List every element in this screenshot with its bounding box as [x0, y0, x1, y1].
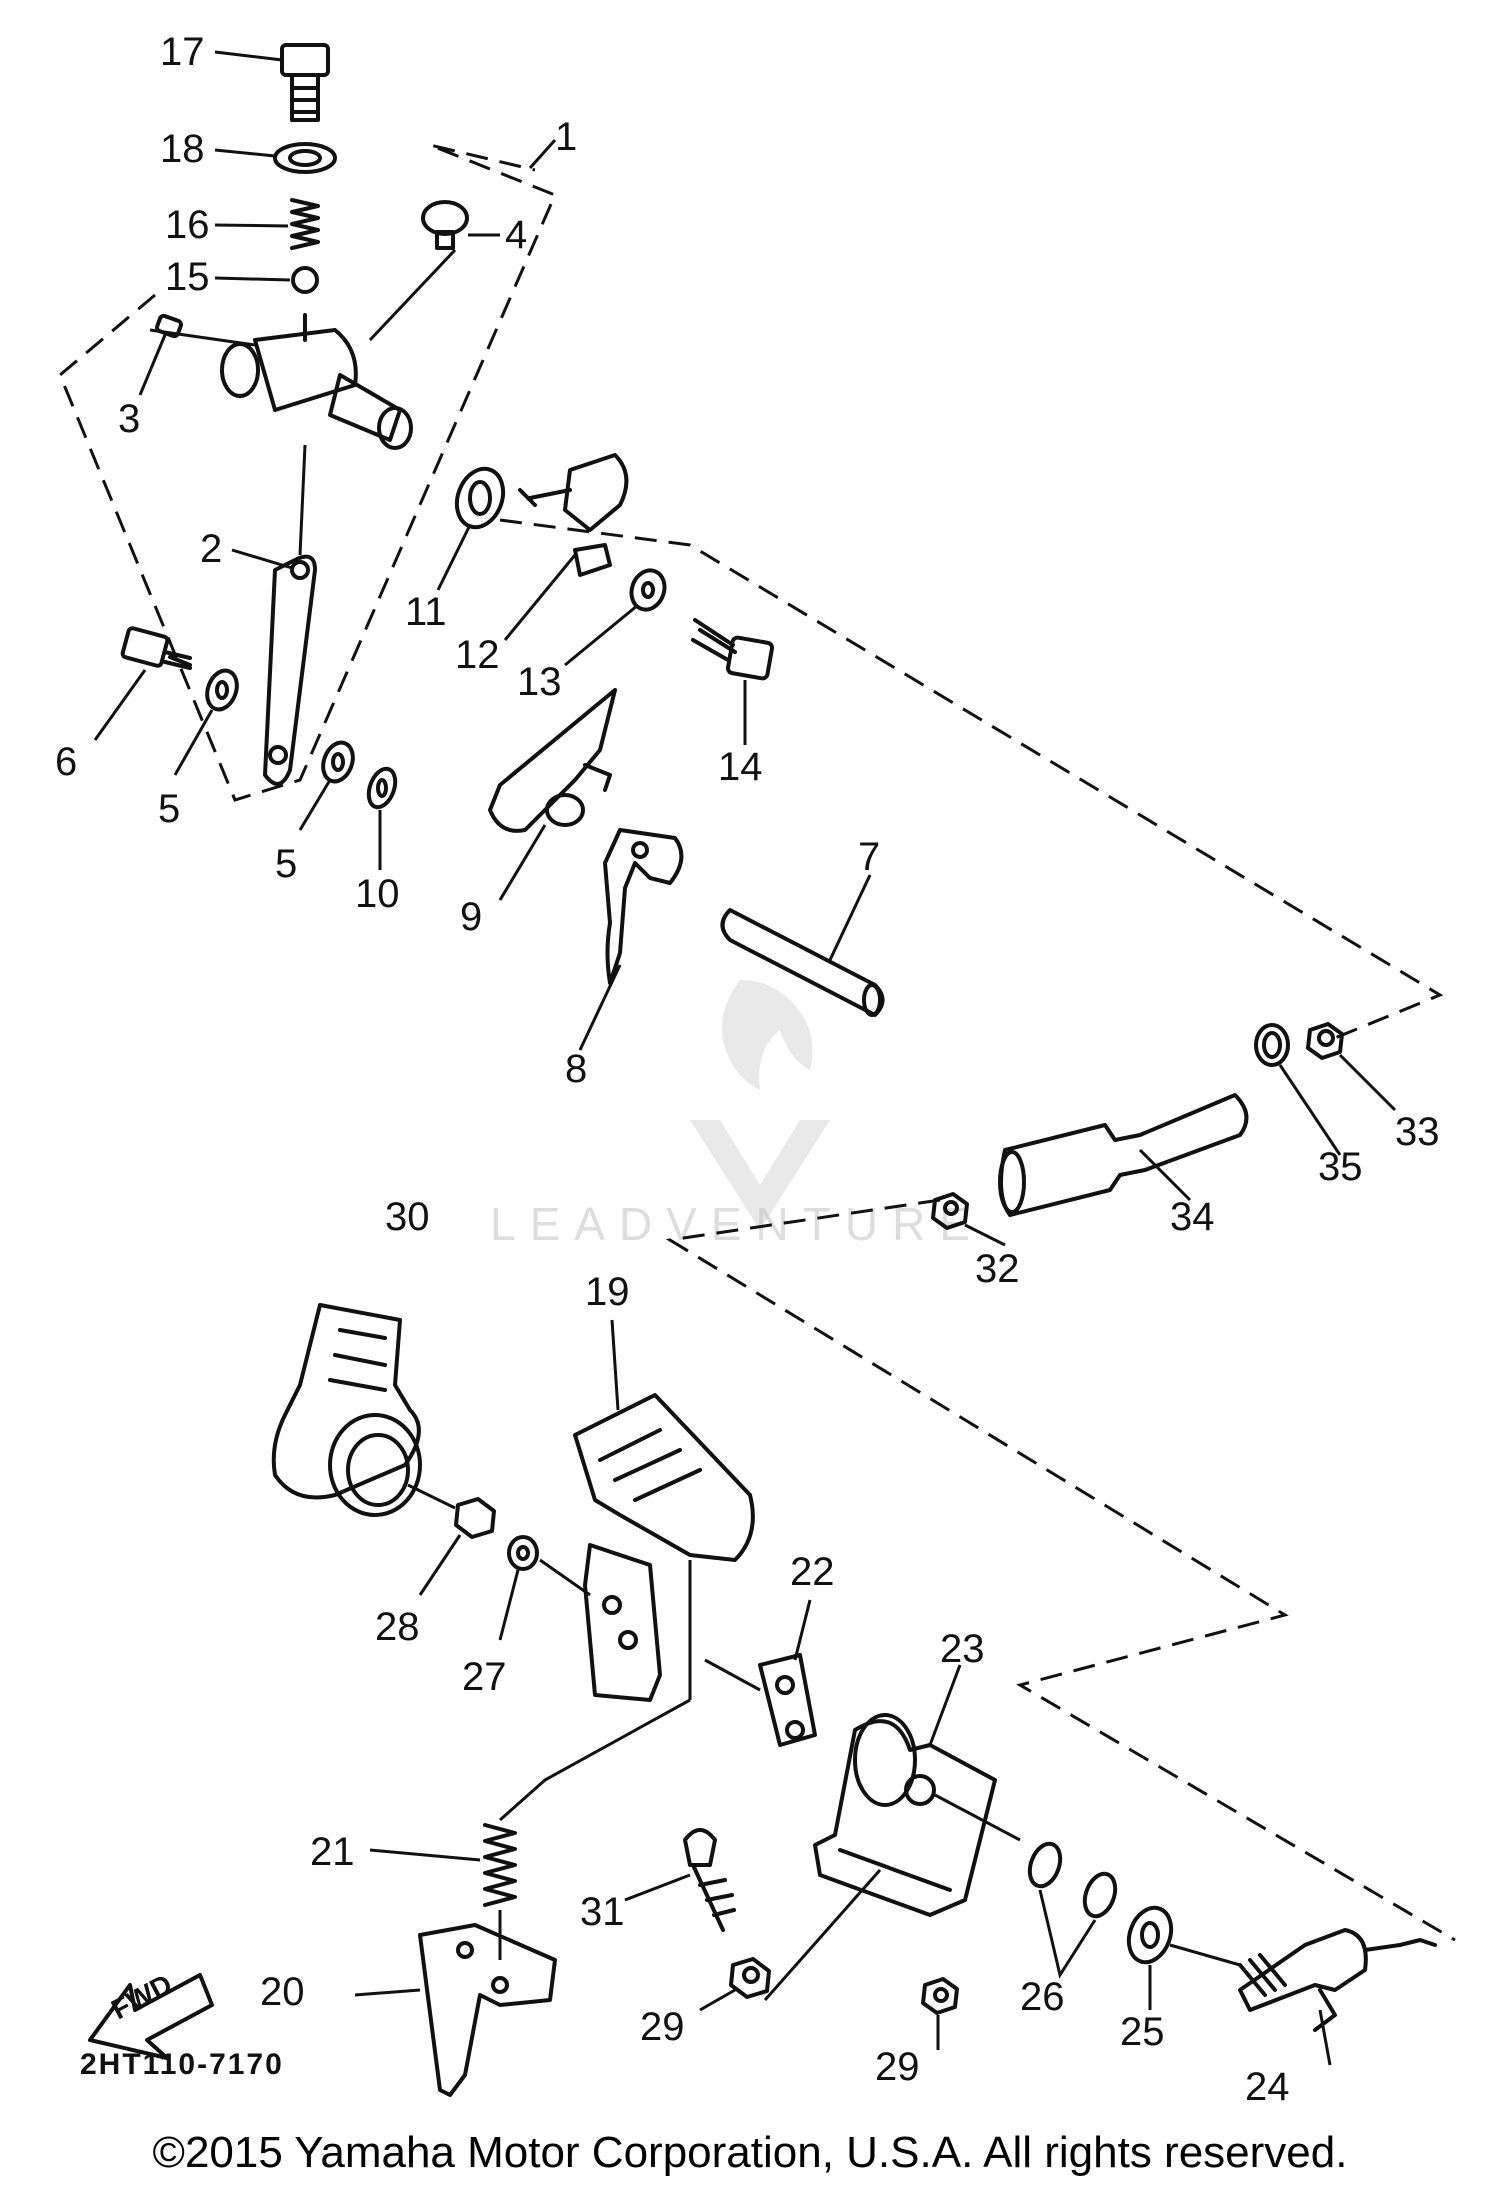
label-30: 30: [385, 1195, 430, 1239]
part-6-bolt: [93, 626, 192, 741]
label-19: 19: [585, 1270, 630, 1314]
part-34-shaft: [998, 1093, 1249, 1217]
part-23-bracket: [813, 1664, 1021, 1917]
assembly-1-outline: [58, 143, 557, 802]
label-6: 6: [55, 740, 77, 784]
label-14: 14: [718, 745, 763, 789]
part-28-nut: [418, 1497, 496, 1596]
watermark-text: LEADVENTURE: [490, 1198, 984, 1250]
label-34: 34: [1170, 1195, 1215, 1239]
label-12: 12: [455, 633, 500, 677]
part-22-plate: [704, 1599, 817, 1747]
label-20: 20: [260, 1970, 305, 2014]
part-9-lever: [488, 688, 617, 901]
label-26: 26: [1020, 1975, 1065, 2019]
label-11: 11: [405, 590, 447, 634]
part-17-bolt: [214, 43, 330, 122]
label-2: 2: [200, 527, 222, 571]
label-8: 8: [565, 1047, 587, 1091]
part-35-bushing: [1254, 1023, 1342, 1156]
watermark-logo: [690, 980, 830, 1230]
label-23: 23: [940, 1627, 985, 1671]
part-3-pin: [138, 313, 183, 396]
leader-1: [528, 139, 557, 169]
part-8-shift-fork: [578, 828, 684, 1051]
part-24-ball-joint: [1238, 1928, 1437, 2066]
part-20-bracket: [354, 1923, 557, 2097]
reference-line-upper: [499, 518, 1444, 1042]
part-11-seal: [436, 466, 506, 591]
label-33: 33: [1395, 1110, 1440, 1154]
part-1-shift-shaft-assembly: [149, 248, 457, 450]
part-26-o-rings: [1027, 1841, 1118, 1979]
label-18: 18: [160, 127, 205, 171]
label-16: 16: [165, 203, 210, 247]
label-13: 13: [517, 660, 562, 704]
label-29-left: 29: [640, 2005, 685, 2049]
part-32-nut: [931, 1192, 1006, 1247]
part-18-washer: [214, 142, 337, 174]
part-29-nut-right: [921, 1977, 959, 2050]
label-10: 10: [355, 872, 400, 916]
part-2-lever: [231, 444, 317, 786]
reference-line-lower: [665, 1198, 1456, 1942]
part-5-washer-right: [298, 740, 355, 831]
part-33-nut: [1306, 1022, 1397, 1112]
label-9: 9: [460, 895, 482, 939]
label-17: 17: [160, 30, 205, 74]
part-12-bracket: [503, 453, 629, 641]
drawing-code: 2HT110-7170: [80, 2048, 284, 2081]
label-24: 24: [1245, 2065, 1290, 2109]
part-19-pedal: [539, 1319, 755, 1702]
part-10-washer: [366, 766, 398, 870]
part-25-seal: [1126, 1905, 1241, 2010]
part-27-washer: [498, 1535, 539, 1641]
label-32: 32: [975, 1247, 1020, 1291]
part-5-washer-left: [173, 668, 239, 776]
label-31: 31: [580, 1890, 625, 1934]
fwd-label: FWD: [106, 1968, 177, 2025]
fwd-direction-arrow: FWD: [88, 1968, 214, 2060]
label-5-left: 5: [158, 787, 180, 831]
label-28: 28: [375, 1605, 420, 1649]
part-13-washer: [564, 568, 667, 667]
copyright-notice: ©2015 Yamaha Motor Corporation, U.S.A. A…: [152, 2128, 1348, 2177]
label-21: 21: [310, 1830, 355, 1874]
label-27: 27: [462, 1655, 507, 1699]
label-25: 25: [1120, 2010, 1165, 2054]
label-3: 3: [118, 397, 140, 441]
label-35: 35: [1318, 1145, 1363, 1189]
label-5-right: 5: [275, 842, 297, 886]
part-7-rod: [720, 874, 885, 1017]
part-29-nut-left: [699, 1869, 882, 2012]
part-16-spring: [214, 198, 320, 250]
part-labels: 17 18 16 15 1 4 3 2 6 5 5 10 11 12 13 14…: [55, 30, 1440, 2109]
label-4: 4: [505, 213, 527, 257]
part-30-boot: [271, 1303, 456, 1517]
part-14-bolt: [691, 618, 775, 745]
part-4-knob: [421, 200, 500, 250]
label-29-right: 29: [875, 2045, 920, 2089]
label-22: 22: [790, 1550, 835, 1594]
part-15-ball: [214, 266, 319, 294]
label-1: 1: [555, 115, 577, 159]
part-21-spring: [369, 1698, 691, 1960]
label-7: 7: [858, 835, 880, 879]
part-31-bolt: [624, 1828, 736, 1932]
label-15: 15: [165, 255, 210, 299]
